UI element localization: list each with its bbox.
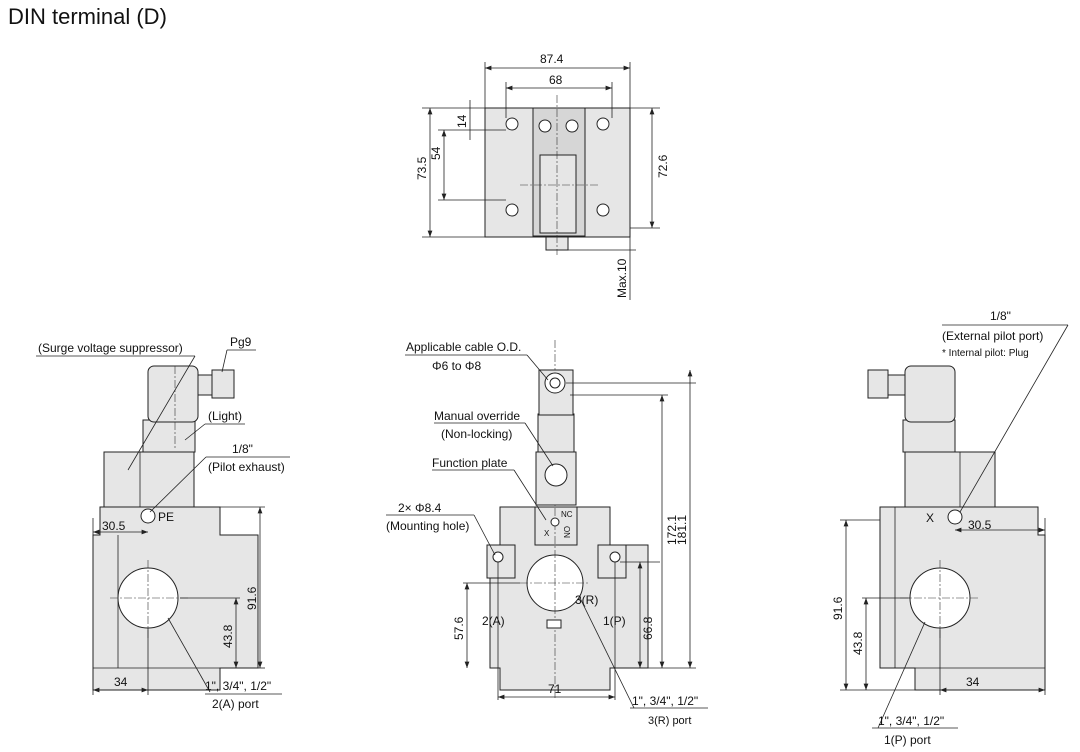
front-view: NC X NO Applicable cable O.D. Φ6 to Φ8 M… <box>386 340 708 727</box>
label-pg9: Pg9 <box>230 335 252 349</box>
label-no: NO <box>563 526 572 538</box>
dim-181-1: 181.1 <box>675 515 689 545</box>
label-port-2a: 2(A) <box>482 614 505 628</box>
dim-91-6-left: 91.6 <box>245 586 259 610</box>
label-pe: PE <box>158 510 174 524</box>
dim-172-1: 172.1 <box>665 515 679 545</box>
dim-34-left: 34 <box>114 675 128 689</box>
label-surge-voltage-suppressor: (Surge voltage suppressor) <box>38 341 183 355</box>
label-port-3r: 3(R) <box>575 593 598 607</box>
dim-73-5: 73.5 <box>415 156 429 180</box>
label-function-plate: Function plate <box>432 456 508 470</box>
label-mounting-hole-size: 2× Φ8.4 <box>398 501 442 515</box>
dim-30-5-right: 30.5 <box>968 518 992 532</box>
label-internal-pilot-note: * Internal pilot: Plug <box>942 348 1029 359</box>
label-pilot-exhaust: (Pilot exhaust) <box>208 460 285 474</box>
dim-68: 68 <box>549 73 563 87</box>
top-view: 87.4 68 73.5 54 14 72.6 Max.10 <box>415 52 670 300</box>
label-nc: NC <box>561 510 573 519</box>
label-pilot-size: 1/8" <box>232 442 253 456</box>
label-cable-range: Φ6 to Φ8 <box>432 359 481 373</box>
label-pilot-size-right: 1/8" <box>990 309 1011 323</box>
dim-66-8: 66.8 <box>641 616 655 640</box>
dim-71: 71 <box>548 682 562 696</box>
dim-91-6-right: 91.6 <box>831 596 845 620</box>
label-x-right: X <box>926 511 934 525</box>
right-side-view: X 1/8" (External pilot port) * Internal … <box>831 309 1069 747</box>
label-2a-port: 2(A) port <box>212 697 259 711</box>
label-external-pilot-port: (External pilot port) <box>942 329 1043 343</box>
dim-34-right: 34 <box>966 675 980 689</box>
dim-54: 54 <box>429 146 443 160</box>
left-side-view: (Surge voltage suppressor) Pg9 (Light) 1… <box>36 335 290 711</box>
label-manual-override: Manual override <box>434 409 520 423</box>
label-port-1p: 1(P) <box>603 614 626 628</box>
dim-14: 14 <box>455 114 469 128</box>
dim-43-8-right: 43.8 <box>851 631 865 655</box>
page-title: DIN terminal (D) <box>8 4 167 29</box>
dim-max-10: Max.10 <box>615 258 629 298</box>
label-3r-port: 3(R) port <box>648 715 691 727</box>
label-1p-port: 1(P) port <box>884 733 931 747</box>
label-non-locking: (Non-locking) <box>441 427 512 441</box>
dim-72-6: 72.6 <box>656 154 670 178</box>
label-port-size-center: 1", 3/4", 1/2" <box>632 694 698 708</box>
label-port-size-left: 1", 3/4", 1/2" <box>205 679 271 693</box>
label-light: (Light) <box>208 409 242 423</box>
label-mounting-hole: (Mounting hole) <box>386 519 469 533</box>
label-applicable-cable: Applicable cable O.D. <box>406 340 521 354</box>
dim-57-6: 57.6 <box>452 616 466 640</box>
dim-87-4: 87.4 <box>540 52 564 66</box>
dim-30-5-left: 30.5 <box>102 519 126 533</box>
dim-43-8-left: 43.8 <box>221 624 235 648</box>
label-port-size-right: 1", 3/4", 1/2" <box>878 714 944 728</box>
label-x: X <box>544 529 550 538</box>
